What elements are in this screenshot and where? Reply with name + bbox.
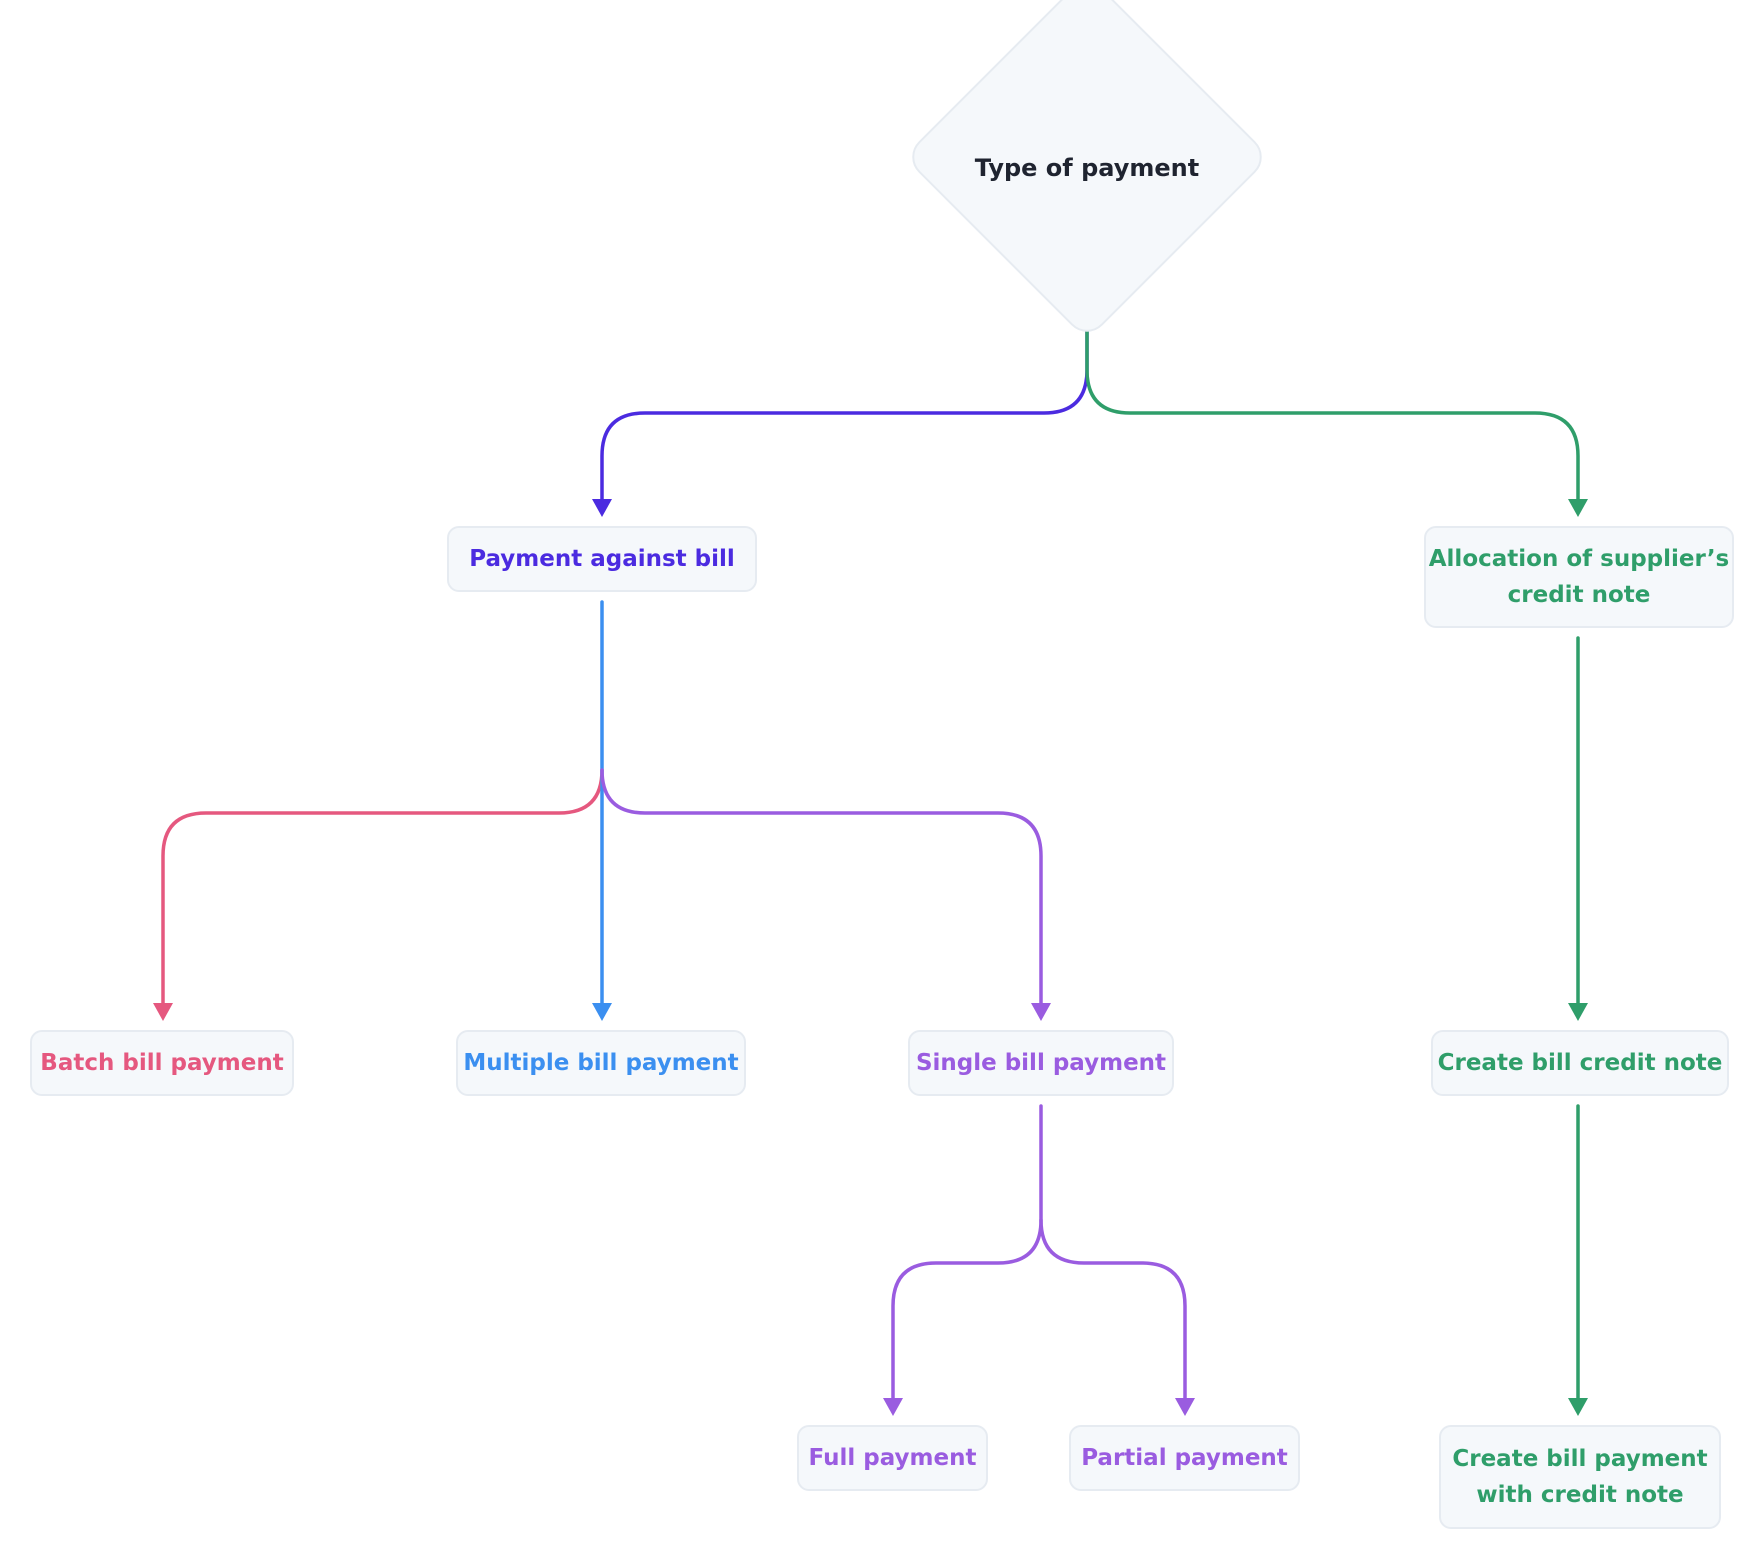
arrow-create-bill-payment bbox=[1568, 1398, 1588, 1416]
edge-pab-to-batch bbox=[161, 768, 604, 1007]
edge-single-to-partial bbox=[1039, 1218, 1187, 1402]
arrow-partial bbox=[1175, 1398, 1195, 1416]
node-create-bill-credit-note: Create bill credit note bbox=[1431, 1030, 1729, 1096]
edge-pab-to-single bbox=[600, 768, 1043, 1007]
node-allocation-credit-note: Allocation of supplier’s credit note bbox=[1424, 526, 1734, 628]
node-batch-bill-payment: Batch bill payment bbox=[30, 1030, 294, 1096]
arrow-payment-against-bill bbox=[592, 499, 612, 517]
node-partial-payment: Partial payment bbox=[1069, 1425, 1300, 1491]
arrow-full bbox=[883, 1398, 903, 1416]
node-payment-against-bill: Payment against bill bbox=[447, 526, 757, 592]
node-full-payment: Full payment bbox=[797, 1425, 988, 1491]
arrow-single bbox=[1031, 1003, 1051, 1021]
node-create-bill-payment-with-credit-note: Create bill payment with credit note bbox=[1439, 1425, 1721, 1529]
edge-root-to-payment-against-bill bbox=[600, 326, 1089, 504]
edge-root-to-allocation bbox=[1085, 326, 1580, 504]
arrow-create-credit-note bbox=[1568, 1003, 1588, 1021]
node-multiple-bill-payment: Multiple bill payment bbox=[456, 1030, 746, 1096]
node-single-bill-payment: Single bill payment bbox=[908, 1030, 1174, 1096]
edge-single-to-full bbox=[891, 1104, 1043, 1402]
arrow-multiple bbox=[592, 1003, 612, 1021]
decision-label: Type of payment bbox=[974, 154, 1200, 182]
arrow-batch bbox=[153, 1003, 173, 1021]
arrow-allocation bbox=[1568, 499, 1588, 517]
